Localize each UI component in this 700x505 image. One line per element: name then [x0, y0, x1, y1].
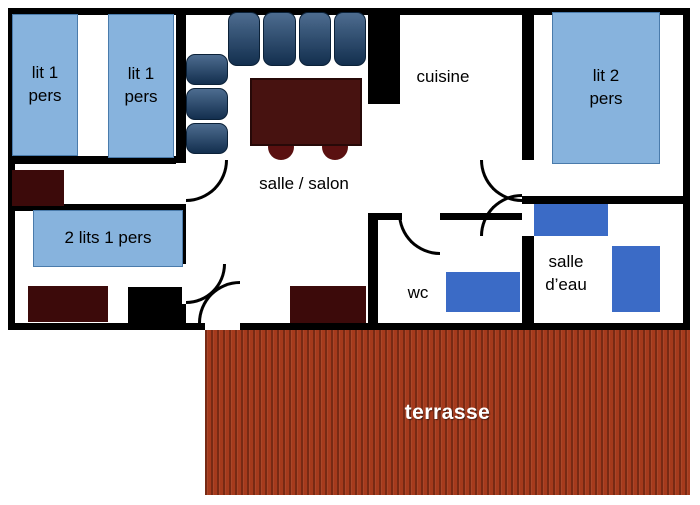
storage-cabinet-2: [28, 286, 108, 322]
wall-twinroom-top: [15, 204, 176, 211]
wall-outer-bottom-left: [8, 323, 205, 330]
label-kitchen: cuisine: [416, 66, 470, 86]
label-wc: wc: [407, 282, 429, 302]
door-arc-bathroom: [480, 194, 522, 236]
sofa-cushion: [298, 12, 331, 66]
sofa-cushion: [186, 122, 228, 154]
terrace: terrasse: [205, 330, 690, 495]
door-arc-wc: [398, 213, 440, 255]
wall-wc-left: [368, 213, 378, 323]
door-arc-bedroom1: [186, 160, 228, 202]
wall-bathroom-left: [522, 236, 534, 323]
sofa-cushion: [333, 12, 366, 66]
wall-wc-top-a: [378, 213, 402, 220]
label-bathroom: salle d’eau: [545, 252, 587, 294]
wall-bedroom2-bottom: [522, 196, 683, 204]
bathroom-shower: [612, 246, 660, 312]
sofa-vertical: [186, 54, 228, 154]
label-terrace: terrasse: [404, 400, 491, 424]
storage-cabinet-3: [128, 287, 182, 323]
bed-double: lit 2 pers: [552, 12, 660, 164]
bed-single-1: lit 1 pers: [12, 14, 78, 156]
wall-outer-bottom-right: [240, 323, 683, 330]
sofa-horizontal: [228, 12, 366, 66]
wall-outer-right: [683, 8, 690, 330]
bed-double-label: lit 2 pers: [589, 66, 623, 108]
label-living-room: salle / salon: [259, 173, 349, 193]
wall-kitchen-right: [522, 15, 534, 160]
bed-single-2: lit 1 pers: [108, 14, 174, 158]
wall-kitchen-column: [368, 12, 400, 104]
bed-single-1-label: lit 1 pers: [28, 63, 62, 105]
wall-bedroom1-bottom: [15, 156, 176, 164]
sofa-cushion: [228, 12, 261, 66]
wc-toilet: [446, 272, 520, 312]
bed-single-2-label: lit 1 pers: [124, 64, 158, 106]
wall-wc-top-b: [440, 213, 522, 220]
bed-twin-label: 2 lits 1 pers: [64, 228, 152, 248]
wall-outer-left: [8, 8, 15, 330]
sofa-cushion: [186, 54, 228, 86]
wall-outer-top: [8, 8, 690, 15]
wall-bedroom1-right: [176, 15, 186, 163]
sofa-cushion: [186, 88, 228, 120]
storage-cabinet-4: [290, 286, 366, 323]
dining-table: [250, 78, 362, 146]
bed-twin: 2 lits 1 pers: [33, 210, 183, 267]
storage-cabinet-1: [12, 170, 64, 206]
bathroom-sink-counter: [534, 204, 608, 236]
sofa-cushion: [263, 12, 296, 66]
